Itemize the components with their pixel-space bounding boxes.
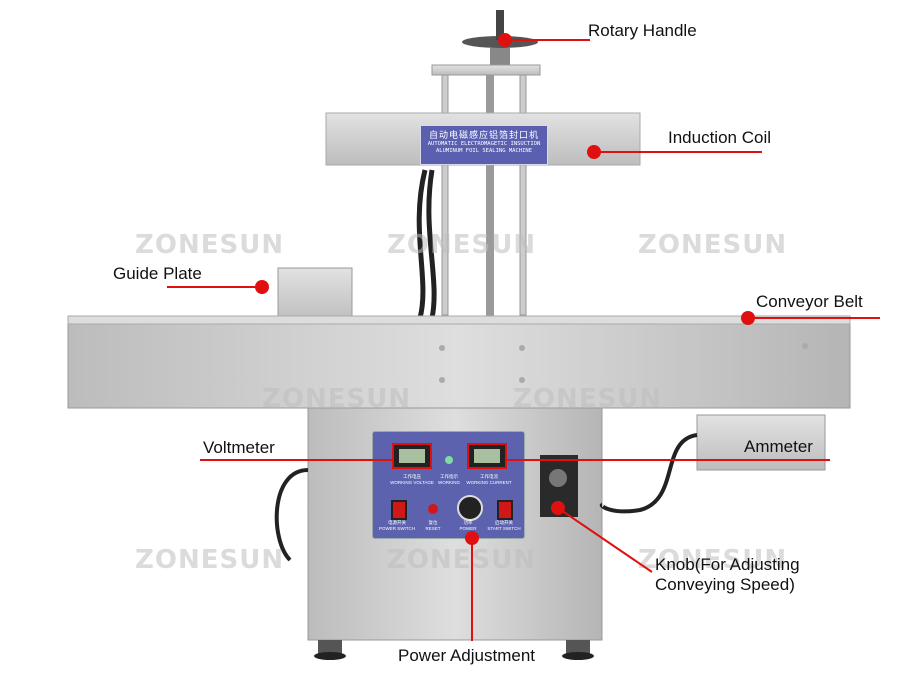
callout-dot-conveyor-belt <box>741 311 755 325</box>
reset-label-en: RESET <box>425 526 441 531</box>
callout-dot-induction-coil <box>587 145 601 159</box>
label-knob-line2: Conveying Speed) <box>655 575 795 594</box>
callout-line-power-adjustment <box>471 538 473 641</box>
power-label-en: POWER <box>459 526 477 531</box>
power-label-cn: 功率 <box>463 520 473 525</box>
conveyor-body <box>67 321 851 409</box>
label-knob: Knob(For Adjusting Conveying Speed) <box>655 555 800 595</box>
callout-line-conveyor-belt <box>748 317 880 319</box>
label-knob-line1: Knob(For Adjusting <box>655 555 800 574</box>
callout-line-induction-coil <box>594 151 762 153</box>
start-switch-label-en: START SWITCH <box>487 526 521 531</box>
watermark: ZONESUN <box>135 230 285 260</box>
current-label-en: WORKING CURRENT <box>466 480 512 485</box>
watermark: ZONESUN <box>135 545 285 575</box>
label-power-adjustment: Power Adjustment <box>398 646 536 665</box>
voltage-label-en: WORKING VOLTAGE <box>390 480 434 485</box>
callout-line-rotary-handle <box>505 39 590 41</box>
working-label-en: WORKING <box>438 480 460 485</box>
start-switch[interactable] <box>497 500 513 520</box>
working-indicator-light <box>445 456 453 464</box>
label-guide-plate: Guide Plate <box>113 264 202 283</box>
power-switch-label-cn: 电源开关 <box>388 520 406 525</box>
watermark: ZONESUN <box>638 230 788 260</box>
watermark: ZONESUN <box>387 230 537 260</box>
power-switch[interactable] <box>391 500 407 520</box>
nameplate-english-1: AUTOMATIC ELECTROMAGETIC INSUCTION <box>427 141 541 147</box>
watermark: ZONESUN <box>513 384 663 414</box>
current-label-cn: 工作电流 <box>480 474 498 479</box>
reset-label-cn: 复位 <box>428 520 438 525</box>
lead-screw <box>486 75 494 320</box>
power-adjustment-knob[interactable] <box>457 495 483 521</box>
power-switch-label-en: POWER SWITCH <box>379 526 415 531</box>
label-induction-coil: Induction Coil <box>668 128 772 147</box>
callout-dot-guide-plate <box>255 280 269 294</box>
ammeter <box>467 443 507 469</box>
watermark: ZONESUN <box>262 384 412 414</box>
reset-button[interactable] <box>428 504 438 514</box>
callout-dot-knob <box>551 501 565 515</box>
callout-dot-rotary-handle <box>498 33 512 47</box>
label-conveyor-belt: Conveyor Belt <box>756 292 863 311</box>
voltage-label-cn: 工作电压 <box>403 474 421 479</box>
voltmeter <box>392 443 432 469</box>
working-label-cn: 工作指示 <box>440 474 458 479</box>
nameplate: 自动电磁感应铝箔封口机 AUTOMATIC ELECTROMAGETIC INS… <box>420 125 548 165</box>
callout-line-guide-plate <box>167 286 262 288</box>
label-voltmeter: Voltmeter <box>203 438 275 457</box>
callout-line-ammeter <box>505 459 830 461</box>
callout-line-voltmeter <box>200 459 392 461</box>
start-switch-label-cn: 启动开关 <box>495 520 513 525</box>
label-ammeter: Ammeter <box>744 437 813 456</box>
label-rotary-handle: Rotary Handle <box>588 21 697 40</box>
watermark: ZONESUN <box>638 545 788 575</box>
nameplate-chinese: 自动电磁感应铝箔封口机 <box>428 130 539 140</box>
watermark: ZONESUN <box>387 545 537 575</box>
callout-dot-power-adjustment <box>465 531 479 545</box>
nameplate-english-2: ALUMINUM FOIL SEALING MACHINE <box>435 148 533 154</box>
